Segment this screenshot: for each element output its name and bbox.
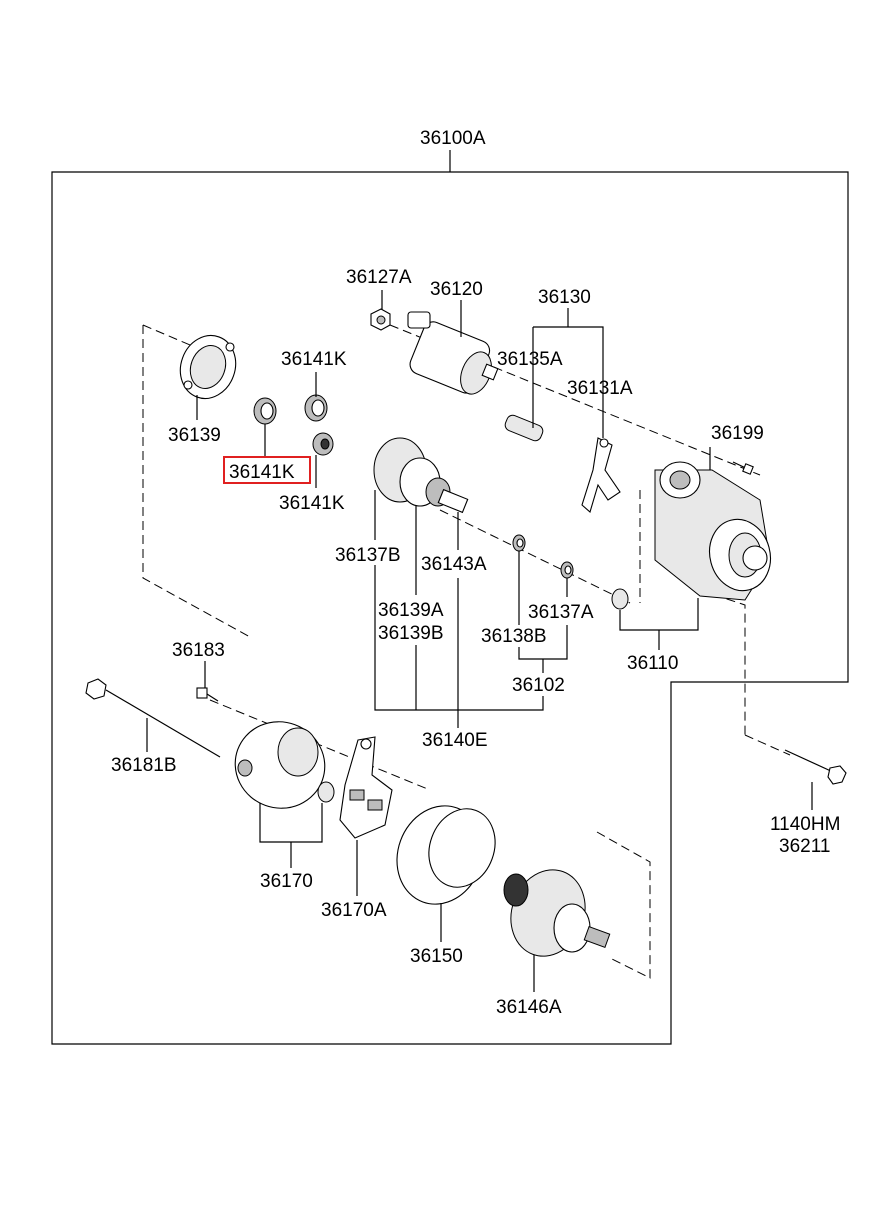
label-36141K-highlighted: 36141K xyxy=(229,462,295,483)
label-36130: 36130 xyxy=(538,287,591,308)
label-36137B: 36137B xyxy=(335,545,401,566)
part-36110-housing xyxy=(654,461,771,601)
part-36141K-gear-3 xyxy=(312,432,334,456)
label-36211: 36211 xyxy=(779,836,830,857)
part-36170-end-frame xyxy=(234,721,335,809)
label-36150: 36150 xyxy=(410,946,463,967)
label-36102: 36102 xyxy=(512,675,565,696)
label-36120: 36120 xyxy=(430,279,483,300)
axis-drive-dashed xyxy=(439,509,631,604)
label-36170: 36170 xyxy=(260,871,313,892)
part-36181B-through-bolt xyxy=(85,678,221,758)
label-36139B: 36139B xyxy=(378,623,444,644)
part-36141K-gear-1 xyxy=(253,397,277,425)
part-bushing xyxy=(611,588,629,610)
label-36127A: 36127A xyxy=(346,267,412,288)
axis-left-dashed xyxy=(142,325,251,638)
part-36137A-ring xyxy=(560,561,574,579)
label-36140E: 36140E xyxy=(422,730,488,751)
part-36120-solenoid xyxy=(407,311,499,395)
axis-solenoid-dashed xyxy=(389,324,761,476)
part-36141K-gear-2 xyxy=(304,394,328,422)
label-36199: 36199 xyxy=(711,423,764,444)
axis-cover-dashed xyxy=(142,324,191,346)
part-36199-screw xyxy=(732,461,754,475)
label-36137A: 36137A xyxy=(528,602,594,623)
part-36170A-brush-holder xyxy=(339,736,393,839)
highlight-box xyxy=(223,456,311,484)
part-36146A-armature xyxy=(503,869,611,957)
label-36110: 36110 xyxy=(627,653,678,674)
part-36131A-lever xyxy=(581,437,621,513)
axis-lower-dashed xyxy=(209,699,431,791)
label-36181B: 36181B xyxy=(111,755,177,776)
label-36143A: 36143A xyxy=(421,554,487,575)
part-36138B-ring xyxy=(512,534,526,552)
part-36139-cover xyxy=(179,334,237,400)
part-36127A-nut xyxy=(370,308,391,331)
part-36150-yoke xyxy=(396,805,496,905)
leader-lines xyxy=(146,290,813,992)
label-36141K-top: 36141K xyxy=(281,349,347,370)
axis-bolt-dashed xyxy=(744,734,791,756)
assembly-frame xyxy=(51,171,849,1045)
part-36183-screw xyxy=(196,687,219,702)
label-36135A: 36135A xyxy=(497,349,563,370)
label-36170A: 36170A xyxy=(321,900,387,921)
label-36146A: 36146A xyxy=(496,997,562,1018)
part-36140E-drive xyxy=(373,437,469,514)
label-36139: 36139 xyxy=(168,425,221,446)
axis-armature-dashed xyxy=(596,831,651,979)
label-36141K-bottom: 36141K xyxy=(279,493,345,514)
label-36183: 36183 xyxy=(172,640,225,661)
part-1140HM-bolt xyxy=(784,749,847,785)
part-36135A-plunger xyxy=(504,414,544,442)
label-36139A: 36139A xyxy=(378,600,444,621)
label-36100A: 36100A xyxy=(420,128,486,149)
label-36138B: 36138B xyxy=(481,626,547,647)
label-1140HM: 1140HM xyxy=(770,814,840,835)
label-36131A: 36131A xyxy=(567,378,633,399)
axis-housing-right-dashed xyxy=(699,589,746,735)
